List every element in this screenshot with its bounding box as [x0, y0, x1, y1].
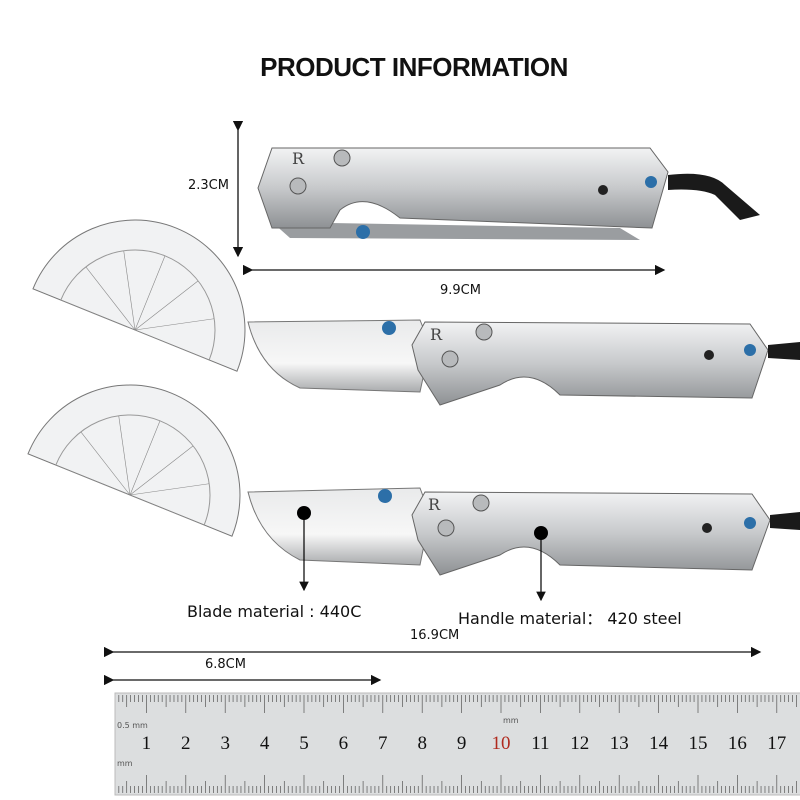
open-knife-top: R: [247, 319, 800, 406]
ruler-number: 11: [531, 733, 550, 754]
ruler: [114, 692, 800, 796]
open-knife-bottom: R: [247, 487, 800, 602]
ruler-number: 10: [491, 733, 511, 754]
svg-text:R: R: [430, 325, 443, 344]
ruler-unit-label: 0.5 mm: [117, 721, 148, 730]
ruler-number: 9: [456, 733, 467, 754]
ruler-number: 16: [727, 733, 747, 754]
folded-knife: R: [257, 147, 760, 240]
protractor: [27, 384, 241, 537]
protractor: [32, 219, 246, 372]
folded-length-label: 9.9CM: [440, 283, 481, 298]
ruler-number: 3: [220, 733, 230, 754]
ruler-number: 1: [141, 733, 152, 754]
svg-text:R: R: [292, 149, 305, 168]
ruler-number: 7: [378, 733, 388, 754]
ruler-number: 2: [181, 733, 191, 754]
ruler-number: 13: [609, 733, 629, 754]
handle-material-label: Handle material： 420 steel: [458, 609, 682, 628]
ruler-number: 6: [338, 733, 349, 754]
blade-length-label: 6.8CM: [205, 657, 246, 672]
ruler-number: 14: [649, 733, 669, 754]
ruler-number: 15: [688, 733, 708, 754]
ruler-number: 17: [767, 733, 787, 754]
width-label: 2.3CM: [188, 178, 229, 193]
page-title: PRODUCT INFORMATION: [260, 52, 568, 82]
ruler-number: 4: [259, 733, 270, 754]
ruler-number: 5: [299, 733, 309, 754]
ruler-unit-label: mm: [503, 716, 519, 725]
ruler-number: 12: [570, 733, 590, 754]
ruler-number: 8: [417, 733, 427, 754]
total-length-label: 16.9CM: [410, 628, 460, 643]
ruler-unit-label: mm: [117, 759, 133, 768]
svg-text:R: R: [428, 495, 441, 514]
blade-material-label: Blade material : 440C: [187, 602, 362, 621]
